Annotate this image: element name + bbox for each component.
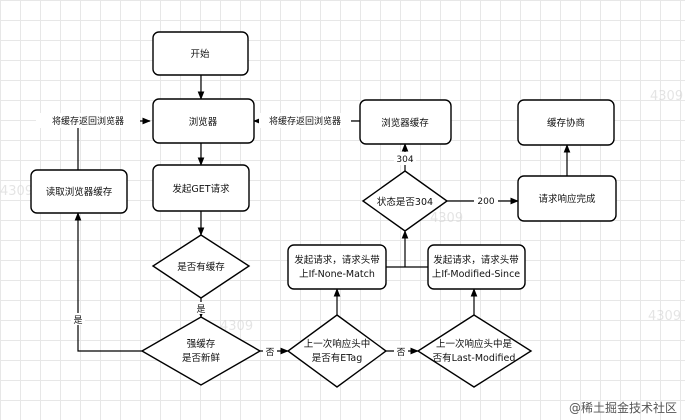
- node-send-get: 发起GET请求: [152, 164, 250, 212]
- node-response-complete: 请求响应完成: [517, 175, 617, 222]
- node-if-modified-since-text-1: 发起请求，请求头带: [433, 254, 519, 266]
- label-bg: [194, 302, 208, 314]
- node-last-modified-text-1: 上一次响应头中是: [436, 338, 513, 350]
- node-if-none-match: 发起请求，请求头带 上If-None-Match: [287, 244, 387, 290]
- node-response-complete-text: 请求响应完成: [538, 193, 596, 205]
- node-etag-text-2: 是否有ETag: [312, 352, 363, 364]
- edge-fresh-readcache: [74, 212, 142, 352]
- node-strong-cache-text-1: 强缓存: [187, 338, 216, 350]
- node-last-modified-text-2: 否有Last-Modified: [433, 352, 516, 364]
- edge-label-200: 200: [477, 197, 494, 207]
- label-bg: [394, 345, 408, 357]
- node-browser: 浏览器: [152, 98, 255, 144]
- node-read-cache-text: 读取浏览器缓存: [46, 186, 113, 198]
- label-bg: [394, 152, 416, 165]
- label-bg: [71, 313, 85, 325]
- watermark: 4309: [220, 319, 253, 334]
- node-start: 开始: [152, 31, 249, 76]
- edge-label-return-right: 将缓存返回浏览器: [269, 115, 341, 127]
- edge-label-no-etag: 否: [396, 347, 405, 358]
- edge-readcache-browser: [77, 117, 151, 170]
- node-status-304: 状态是否304: [361, 170, 449, 232]
- node-cache-negotiation-text: 缓存协商: [547, 117, 585, 129]
- watermark: 4309: [648, 309, 681, 324]
- node-browser-cache-text: 浏览器缓存: [381, 117, 429, 129]
- label-bg: [474, 194, 498, 207]
- watermark: 4309: [430, 211, 463, 226]
- node-if-none-match-text-2: 上If-None-Match: [299, 269, 375, 280]
- label-bg: [259, 113, 351, 128]
- edge-label-no-fresh: 否: [265, 347, 274, 358]
- node-etag: 上一次响应头中 是否有ETag: [286, 314, 388, 388]
- node-has-cache: 是否有缓存: [151, 234, 251, 299]
- node-read-cache: 读取浏览器缓存: [30, 169, 128, 214]
- edge-label-yes-hascache: 是: [196, 304, 205, 315]
- edge-label-return-left: 将缓存返回浏览器: [52, 115, 124, 127]
- edge-label-304: 304: [396, 155, 413, 165]
- node-browser-text: 浏览器: [189, 116, 218, 128]
- node-if-none-match-text-1: 发起请求，请求头带: [294, 254, 380, 266]
- watermark: 4309: [0, 184, 33, 199]
- node-browser-cache: 浏览器缓存: [359, 99, 452, 145]
- watermark: 4309: [650, 89, 683, 104]
- node-strong-cache-text-2: 是否新鲜: [182, 352, 221, 364]
- node-last-modified: 上一次响应头中是 否有Last-Modified: [416, 314, 533, 388]
- node-strong-cache: 强缓存 是否新鲜: [140, 316, 262, 386]
- label-bg: [263, 345, 277, 357]
- node-cache-negotiation: 缓存协商: [517, 99, 615, 146]
- brand-watermark: @稀土掘金技术社区: [569, 400, 677, 415]
- node-if-modified-since-text-2: 上If-Modified-Since: [432, 269, 520, 280]
- label-bg: [36, 113, 140, 128]
- node-start-text: 开始: [190, 48, 210, 60]
- node-etag-text-1: 上一次响应头中: [304, 338, 371, 350]
- node-send-get-text: 发起GET请求: [172, 183, 230, 195]
- node-has-cache-text: 是否有缓存: [177, 261, 225, 273]
- node-if-modified-since: 发起请求，请求头带 上If-Modified-Since: [427, 244, 526, 290]
- watermarks: 4309 4309 4309 4309 4309: [0, 89, 683, 334]
- node-status-304-text: 状态是否304: [377, 196, 433, 208]
- edge-label-yes-fresh: 是: [73, 315, 82, 326]
